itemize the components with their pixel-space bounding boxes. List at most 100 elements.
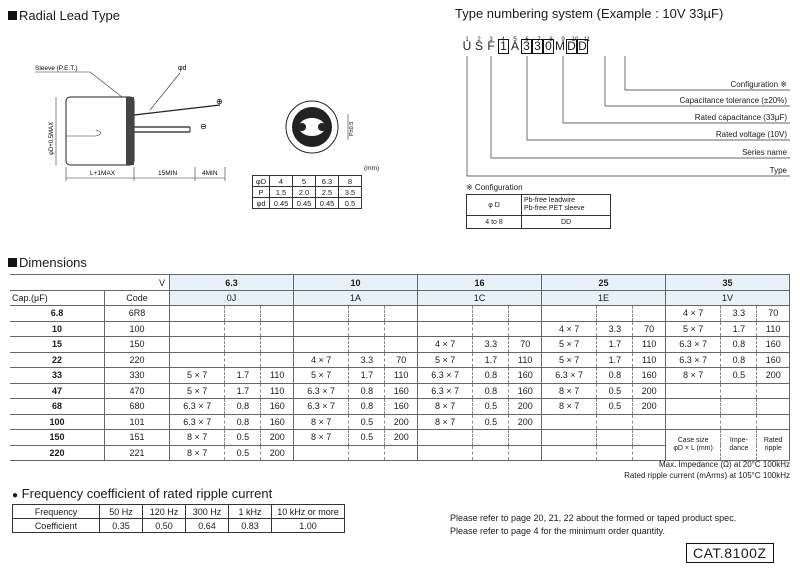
tn-char: F — [487, 39, 495, 53]
ripple-cell: 200 — [508, 413, 542, 430]
phi-d-label: φd — [178, 65, 187, 72]
radial-lead-drawing: Sleeve (P.E.T.) φd ⊕ ⊖ φD+0.5MAX L+1MAX … — [35, 65, 226, 181]
lead-dim-cell: 0.5 — [338, 197, 362, 209]
impedance-cell — [720, 382, 758, 399]
cap-cell: 47 — [10, 382, 105, 399]
code-header: Code — [104, 290, 170, 306]
ref-note-1: Please refer to page 20, 21, 22 about th… — [450, 513, 737, 523]
type-number-leaders — [466, 56, 790, 177]
impedance-cell: 1.7 — [596, 351, 634, 368]
lead-dim-cell: 6.3 — [315, 175, 339, 187]
impedance-cell: 3.3 — [596, 320, 634, 337]
ripple-cell: 200 — [260, 444, 294, 461]
sleeve-label: Sleeve (P.E.T.) — [35, 65, 78, 72]
case-size-cell: 8 × 7 — [417, 413, 474, 430]
impedance-cell: 3.3 — [720, 305, 758, 322]
code-cell: 1C — [417, 290, 542, 306]
impedance-cell: 1.7 — [224, 382, 262, 399]
lead-dim-cell: 8 — [338, 175, 362, 187]
cap-cell: 15 — [10, 336, 105, 353]
radial-title-block: Radial Lead Type — [8, 8, 120, 23]
impedance-cell — [472, 305, 510, 322]
ripple-cell — [260, 320, 294, 337]
freq-title-block: ● Frequency coefficient of rated ripple … — [12, 486, 272, 501]
code-cell: 1E — [541, 290, 666, 306]
freq-head: 120 Hz — [142, 504, 186, 519]
ripple-cell — [632, 305, 666, 322]
case-size-cell: 8 × 7 — [541, 398, 598, 415]
impedance-cell: 0.5 — [348, 429, 386, 446]
config-head-desc-a: Pb-free leadwire — [524, 197, 575, 204]
tn-label-type: Type — [769, 166, 787, 175]
code-cell: 150 — [104, 336, 170, 353]
cap-cell: 68 — [10, 398, 105, 415]
case-size-cell — [541, 444, 598, 461]
case-size-cell: 8 × 7 — [169, 429, 226, 446]
tn-index: 4 — [501, 37, 505, 43]
ripple-cell: 160 — [384, 398, 418, 415]
ripple-cell — [508, 305, 542, 322]
case-size-cell: 8 × 7 — [293, 413, 350, 430]
impedance-cell — [348, 305, 386, 322]
code-cell: 1V — [665, 290, 791, 306]
impedance-cell: 1.7 — [596, 336, 634, 353]
ripple-cell — [756, 398, 790, 415]
lead-dim-cell: 2.5 — [315, 186, 339, 198]
ripple-cell — [632, 413, 666, 430]
legend-text: φD × L (mm) — [673, 445, 713, 452]
impedance-cell: 0.5 — [596, 398, 634, 415]
cap-cell: 150 — [10, 429, 105, 446]
cap-cell: 33 — [10, 367, 105, 384]
config-table: φ D Pb-free leadwire Pb-free PET sleeve … — [466, 194, 611, 229]
ref-note-2: Please refer to page 4 for the minimum o… — [450, 526, 665, 536]
case-size-cell: 6.3 × 7 — [665, 351, 722, 368]
legend-text: ripple — [764, 445, 782, 452]
code-cell: 221 — [104, 444, 170, 461]
tn-char: D — [577, 39, 588, 54]
ripple-cell — [508, 429, 542, 446]
case-size-cell — [293, 305, 350, 322]
cap-cell: 100 — [10, 413, 105, 430]
dimensions-title-block: Dimensions — [8, 255, 87, 270]
ripple-cell: 160 — [508, 367, 542, 384]
tn-index: 2 — [477, 37, 481, 43]
ripple-cell: 110 — [260, 382, 294, 399]
freq-head: 50 Hz — [99, 504, 143, 519]
case-size-cell — [293, 320, 350, 337]
note-ripple: Rated ripple current (mArms) at 105°C 10… — [624, 471, 790, 480]
freq-val: 1.00 — [271, 518, 345, 533]
config-head-d: φ D — [466, 194, 522, 216]
freq-row: Coefficient 0.35 0.50 0.64 0.83 1.00 — [12, 518, 345, 533]
ripple-cell: 160 — [632, 367, 666, 384]
ripple-cell: 160 — [756, 351, 790, 368]
lead-dim-head: P — [252, 186, 270, 198]
ripple-cell: 200 — [632, 382, 666, 399]
freq-row: Frequency 50 Hz 120 Hz 300 Hz 1 kHz 10 k… — [12, 504, 345, 519]
code-cell: 1A — [293, 290, 418, 306]
tn-char: 3 — [532, 39, 543, 54]
capacitor-end — [126, 97, 134, 165]
code-cell: 680 — [104, 398, 170, 415]
impedance-cell — [224, 320, 262, 337]
case-size-cell: 5 × 7 — [417, 351, 474, 368]
config-row: φ D Pb-free leadwire Pb-free PET sleeve — [466, 194, 611, 216]
ripple-cell: 200 — [756, 367, 790, 384]
ripple-cell — [756, 413, 790, 430]
impedance-cell — [472, 429, 510, 446]
note-impedance: Max. Impedance (Ω) at 20°C 100kHz — [658, 460, 790, 469]
case-size-cell: 8 × 7 — [541, 382, 598, 399]
impedance-cell: 3.3 — [472, 336, 510, 353]
v-label: V — [158, 277, 165, 288]
ripple-cell: 200 — [508, 398, 542, 415]
case-size-cell: 6.3 × 7 — [293, 398, 350, 415]
ripple-cell — [384, 444, 418, 461]
impedance-cell: 0.8 — [472, 367, 510, 384]
impedance-cell: 1.7 — [720, 320, 758, 337]
